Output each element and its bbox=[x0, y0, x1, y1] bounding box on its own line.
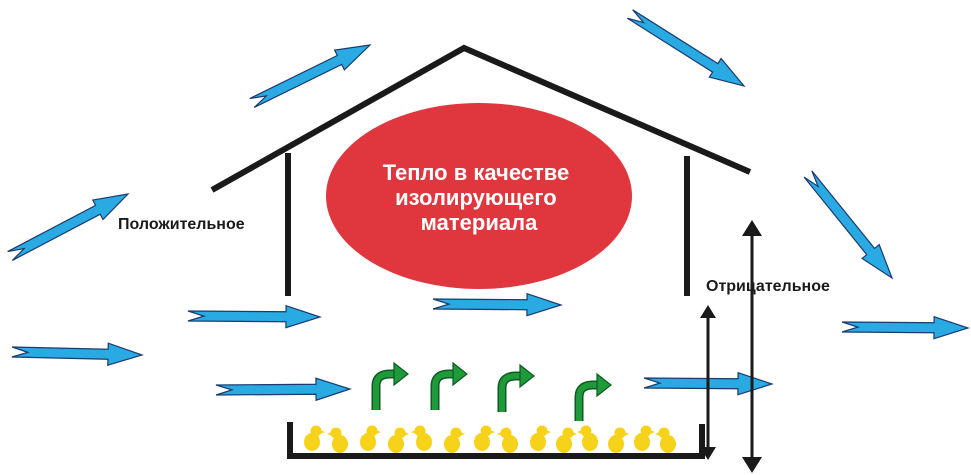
wind-arrow-icon bbox=[11, 342, 144, 367]
chick-icon bbox=[497, 427, 518, 453]
upflow-arrow-icon bbox=[430, 361, 468, 410]
chick-tray bbox=[287, 422, 705, 459]
chick-icon bbox=[608, 427, 629, 453]
upflow-arrow-icon bbox=[371, 361, 409, 410]
wind-arrow-icon bbox=[841, 315, 970, 340]
heat-label: Тепло в качестве изолирующего материала bbox=[383, 160, 576, 235]
heat-label-line2: изолирующего bbox=[395, 185, 557, 210]
house-roof bbox=[210, 44, 752, 193]
chick-icon bbox=[634, 425, 655, 451]
heat-ellipse bbox=[326, 103, 632, 289]
pressure-arrow-long bbox=[742, 220, 762, 473]
heat-label-line1: Тепло в качестве bbox=[383, 160, 570, 185]
upflow-arrow-icon bbox=[574, 372, 612, 421]
chick-icon bbox=[474, 425, 495, 451]
chick-icon bbox=[388, 427, 409, 453]
wind-arrow-icon bbox=[249, 44, 372, 109]
upflow-arrows bbox=[371, 361, 612, 421]
wind-arrow-icon bbox=[7, 193, 130, 261]
chick-icon bbox=[530, 425, 551, 451]
heat-label-line3: материала bbox=[421, 210, 538, 235]
negative-pressure-label: Отрицательное bbox=[706, 278, 830, 295]
chick-icon bbox=[556, 427, 577, 453]
wind-arrow-icon bbox=[187, 304, 322, 329]
chick-icon bbox=[360, 425, 381, 451]
chick-icon bbox=[411, 425, 432, 451]
chick-icon bbox=[577, 425, 598, 451]
pressure-arrow-short bbox=[700, 305, 716, 460]
wind-arrow-icon bbox=[627, 9, 746, 88]
upflow-arrow-icon bbox=[497, 363, 535, 412]
chick-icon bbox=[444, 427, 465, 453]
wind-arrow-icon bbox=[215, 377, 352, 402]
chick-icon bbox=[327, 427, 348, 453]
positive-pressure-label: Положительное bbox=[118, 216, 245, 233]
house-structure bbox=[210, 44, 752, 459]
wind-arrow-icon bbox=[432, 292, 563, 317]
chick-icon bbox=[304, 425, 325, 451]
wind-arrow-icon bbox=[803, 170, 894, 280]
chicks-row bbox=[304, 425, 676, 453]
chick-icon bbox=[655, 427, 676, 453]
